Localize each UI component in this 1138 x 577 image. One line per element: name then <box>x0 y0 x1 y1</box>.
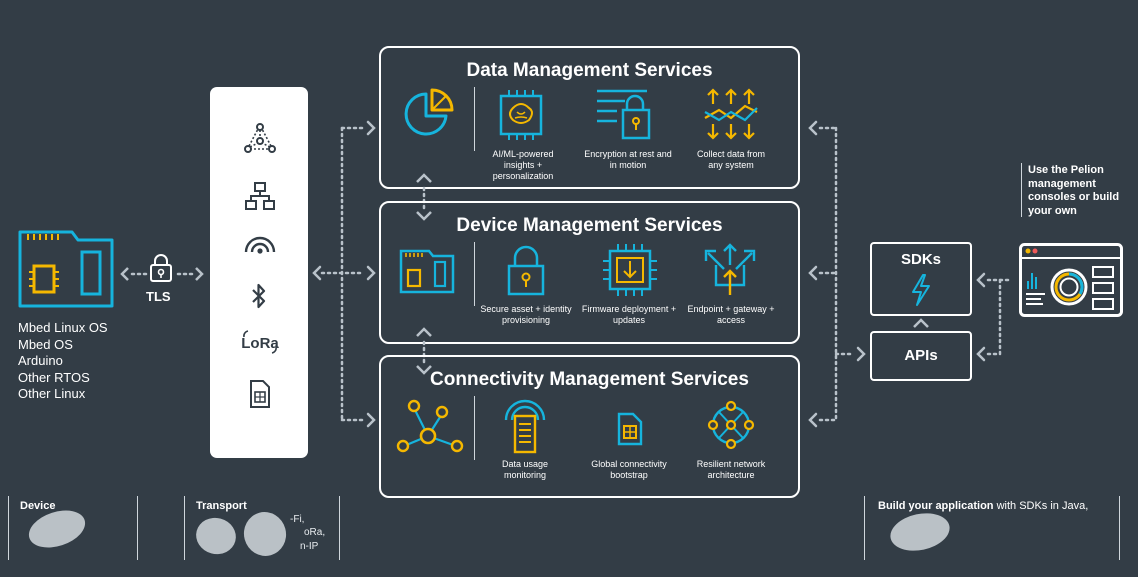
connectivity-hub-icon <box>396 399 464 453</box>
device-folder-small-icon <box>399 249 455 294</box>
secure-lock-icon <box>507 245 545 296</box>
footer-build-text: with SDKs in Java, <box>993 500 1089 512</box>
tls-connector <box>120 267 204 281</box>
sdks-label: SDKs <box>900 251 941 268</box>
footer-transport-title: Transport <box>196 500 247 512</box>
separator <box>474 396 475 460</box>
mesh-network-icon <box>244 123 276 153</box>
api-connectors <box>808 120 866 428</box>
footer-transport-fragment: oRa, <box>304 527 326 538</box>
separator <box>474 87 475 151</box>
wireless-signal-icon <box>244 236 276 254</box>
lora-icon: LoRa <box>241 330 279 354</box>
data-management-panel: Data Management Services <box>379 46 800 189</box>
secure-asset-caption: Secure asset + identity provisioning <box>480 304 572 325</box>
footer-transport-fragment: n-IP <box>300 541 319 552</box>
sdks-box[interactable]: SDKs <box>870 242 972 316</box>
sim-bootstrap-icon <box>617 412 643 446</box>
apis-label: APIs <box>904 347 938 364</box>
transport-card: LoRa <box>210 87 308 458</box>
tls-lock-icon <box>150 254 172 282</box>
console-connector <box>976 272 1012 362</box>
os-item: Other RTOS <box>18 369 90 385</box>
endpoint-gateway-icon <box>704 243 756 295</box>
footer-build-line: Build your application with SDKs in Java… <box>878 500 1088 512</box>
network-architecture-icon <box>707 400 755 450</box>
console-note-text: Use the Pelion management consoles or bu… <box>1028 164 1120 217</box>
os-item: Other Linux <box>18 386 86 401</box>
firmware-chip-icon <box>603 244 657 296</box>
blurred-text <box>886 508 954 556</box>
sim-card-icon <box>250 380 270 408</box>
data-collection-icon <box>704 88 758 140</box>
tls-label: TLS <box>146 289 171 304</box>
footer-separator <box>864 496 865 560</box>
firmware-caption: Firmware deployment + updates <box>581 304 677 325</box>
footer-build-title: Build your application <box>878 500 994 512</box>
chevron-up-down-icon <box>416 173 432 221</box>
footer-separator <box>137 496 138 560</box>
global-bootstrap-caption: Global connectivity bootstrap <box>591 459 667 480</box>
network-topology-icon <box>245 182 275 210</box>
resilient-network-caption: Resilient network architecture <box>696 459 766 480</box>
blurred-text <box>239 507 291 561</box>
chevron-up-icon <box>913 318 929 328</box>
separator <box>474 242 475 306</box>
console-note <box>1021 163 1022 217</box>
chevron-up-down-icon <box>416 327 432 375</box>
footer-transport-fragment: -Fi, <box>290 514 305 525</box>
data-management-title: Data Management Services <box>466 60 713 81</box>
lora-label: LoRa <box>241 335 279 352</box>
footer-device-title: Device <box>20 500 56 512</box>
device-management-panel: Device Management Services <box>379 201 800 344</box>
management-console-icon <box>1019 243 1123 317</box>
ai-chip-icon <box>499 90 543 140</box>
data-usage-icon <box>504 399 546 454</box>
footer-separator <box>8 496 9 560</box>
footer-separator <box>184 496 185 560</box>
transport-connectors <box>312 120 376 428</box>
connectivity-management-title: Connectivity Management Services <box>430 369 749 390</box>
ai-insights-caption: AI/ML-powered insights + personalization <box>492 149 554 181</box>
device-os-list: Mbed Linux OS Mbed OS Arduino Other RTOS… <box>18 320 108 403</box>
pie-chart-icon <box>404 88 454 136</box>
os-item: Mbed OS <box>18 336 73 352</box>
bluetooth-icon <box>252 283 266 309</box>
connectivity-management-panel: Connectivity Management Services <box>379 355 800 498</box>
blurred-text <box>192 513 240 559</box>
encryption-lock-icon <box>597 89 651 140</box>
lightning-icon <box>912 274 930 306</box>
device-folder-icon <box>18 230 114 308</box>
footer-separator <box>339 496 340 560</box>
collect-data-caption: Collect data from any system <box>696 149 766 170</box>
os-item: Mbed Linux OS <box>18 320 108 335</box>
encryption-caption: Encryption at rest and in motion <box>584 149 672 170</box>
os-item: Arduino <box>18 353 63 368</box>
data-usage-caption: Data usage monitoring <box>501 459 549 480</box>
footer-separator <box>1119 496 1120 560</box>
endpoint-caption: Endpoint + gateway + access <box>687 304 775 325</box>
apis-box[interactable]: APIs <box>870 331 972 381</box>
device-management-title: Device Management Services <box>456 215 723 236</box>
